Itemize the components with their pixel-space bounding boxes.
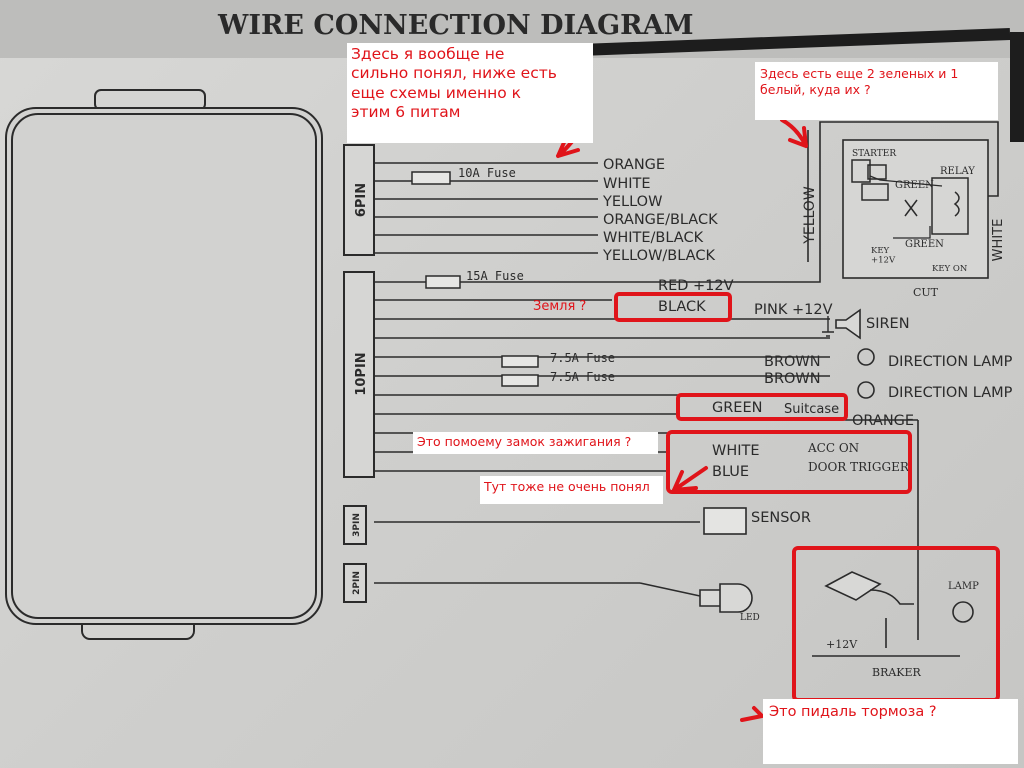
wire-label-white-black: WHITE/BLACK: [603, 230, 704, 246]
cut-label-starter: STARTER: [852, 149, 896, 159]
note-top: Здесь я вообще не сильно понял, ниже ест…: [347, 43, 593, 143]
arrow-to-blue: [672, 466, 708, 492]
note-brake: Это пидаль тормоза ?: [763, 699, 1018, 764]
note-unclear: Тут тоже не очень понял: [480, 476, 663, 504]
note-right: Здесь есть еще 2 зеленых и 1 белый, куда…: [755, 62, 998, 120]
wire-label-green: GREEN: [712, 400, 762, 416]
cut-label-green-2: GREEN: [905, 239, 944, 250]
direction-lamp-icon-1: [857, 348, 875, 366]
cut-scissors-icon: [904, 199, 918, 217]
cut-label-key-on: KEY ON: [932, 264, 968, 274]
connector-2pin: [343, 563, 367, 603]
fuse-7b-icon: [501, 374, 539, 387]
fuse-15a-icon: [425, 275, 461, 289]
wire-label-black: BLACK: [658, 299, 706, 315]
ground-icon: [822, 316, 834, 337]
cut-relay-box: [842, 139, 989, 279]
siren-label: SIREN: [866, 316, 910, 332]
suitcase-label: Suitcase: [784, 402, 839, 417]
fuse-10a-label: 10A Fuse: [458, 166, 516, 180]
brake-label-lamp: LAMP: [948, 581, 979, 592]
fuse-15a-label: 15A Fuse: [466, 269, 524, 283]
page-edge-shadow: [1010, 32, 1024, 142]
fuse-10a-icon: [411, 171, 451, 185]
label-10pin: 10PIN: [354, 352, 369, 395]
siren-icon: [835, 308, 861, 340]
wire-label-yellow: YELLOW: [602, 194, 662, 210]
cut-label-relay: RELAY: [940, 166, 975, 177]
led-icon: [699, 583, 753, 613]
starter-icon: [851, 159, 871, 183]
led-label: LED: [740, 613, 760, 623]
connector-6pin: [343, 144, 375, 256]
wire-label-white-vertical: WHITE: [991, 219, 1006, 262]
direction-lamp-label-2: DIRECTION LAMP: [888, 385, 1013, 401]
ground-note: Земля ?: [533, 299, 586, 314]
brake-pedal-icon: [824, 571, 914, 605]
wire-label-white: WHITE: [603, 176, 651, 192]
relay-icon: [931, 177, 969, 235]
cut-label-green-1: GREEN: [895, 180, 934, 191]
wire-label-pink: PINK +12V: [754, 302, 833, 318]
label-6pin: 6PIN: [354, 183, 369, 217]
wire-label-white-10: WHITE: [712, 443, 760, 459]
label-3pin: 3PIN: [352, 513, 362, 537]
wire-label-brown-2: BROWN: [764, 371, 821, 387]
connector-3pin: [343, 505, 367, 545]
brake-lamp-icon: [952, 601, 974, 623]
brake-label-12v: +12V: [826, 638, 858, 651]
wire-label-blue: BLUE: [712, 464, 749, 480]
diagram-title: WIRE CONNECTION DIAGRAM: [217, 10, 693, 41]
note-ignition: Это помоему замок зажигания ?: [413, 432, 658, 454]
wire-label-yellow-black: YELLOW/BLACK: [602, 248, 715, 264]
alarm-control-unit: [5, 89, 323, 640]
fuse-7a-icon: [501, 355, 539, 368]
function-acc-on: ACC ON: [807, 441, 859, 455]
direction-lamp-icon-2: [857, 381, 875, 399]
direction-lamp-label-1: DIRECTION LAMP: [888, 354, 1013, 370]
cut-label-key: KEY+12V: [871, 246, 896, 265]
wire-label-orange: ORANGE: [603, 157, 665, 173]
arrow-to-brake: [740, 706, 764, 722]
wire-label-yellow-vertical: YELLOW: [802, 186, 818, 245]
wires-6pin: [374, 162, 598, 254]
sensor-label: SENSOR: [751, 510, 811, 526]
brake-label-braker: BRAKER: [872, 666, 922, 679]
arrow-to-cut-box: [780, 118, 808, 148]
wire-label-brown-1: BROWN: [764, 354, 821, 370]
fuse-7b-label: 7.5A Fuse: [550, 370, 615, 384]
wire-label-red: RED +12V: [658, 278, 734, 294]
label-2pin: 2PIN: [352, 571, 362, 595]
wire-label-orange-10: ORANGE: [852, 413, 914, 429]
wire-label-orange-black: ORANGE/BLACK: [603, 212, 718, 228]
cut-label: CUT: [913, 286, 939, 299]
fuse-7a-label: 7.5A Fuse: [550, 351, 615, 365]
function-door-trigger: DOOR TRIGGER: [808, 460, 910, 474]
connector-10pin: [343, 271, 375, 478]
sensor-icon: [703, 507, 747, 535]
